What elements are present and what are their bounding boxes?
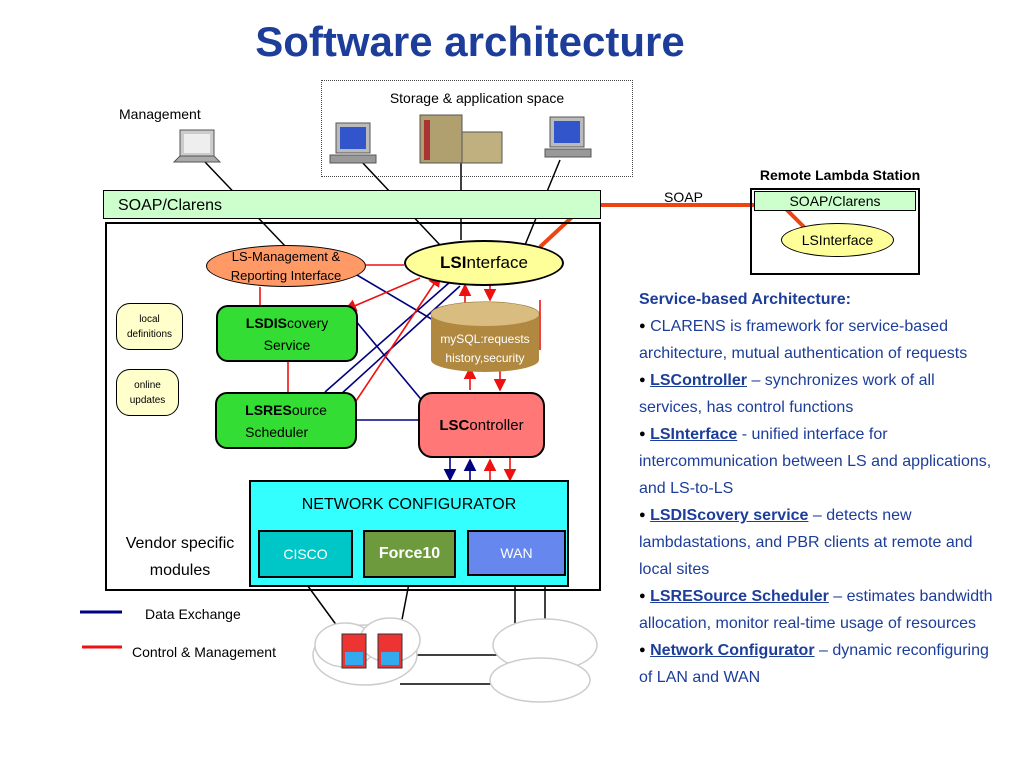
local-definitions-node: local definitions [116, 303, 183, 350]
lsi-rest: nterface [466, 253, 528, 272]
cloud-icon-2 [489, 618, 598, 703]
description-item: ● LSInterface - unified interface for in… [639, 426, 992, 497]
soap-clarens-bar: SOAP/Clarens [103, 190, 601, 219]
online-line1: online [134, 379, 161, 391]
page-title: Software architecture [255, 18, 685, 65]
lsi-bold: LSI [440, 253, 467, 272]
computer-icon [329, 122, 377, 164]
database-icon [430, 301, 540, 372]
db-line1: mySQL:requests [440, 332, 530, 346]
online-line2: updates [129, 394, 166, 406]
local-line1: local [139, 313, 160, 325]
legend-data-exchange: Data Exchange [145, 606, 241, 622]
legend-control: Control & Management [132, 644, 276, 660]
network-configurator-title: NETWORK CONFIGURATOR [301, 496, 517, 513]
item1-text: CLARENS is framework for service-based a… [639, 318, 968, 362]
cisco-module: CISCO [258, 530, 353, 578]
online-updates-node: online updates [116, 369, 179, 416]
vendor-line1: Vendor specific [125, 535, 235, 552]
description-item: ● Network Configurator – dynamic reconfi… [639, 642, 989, 686]
main-frame [105, 222, 601, 591]
server-icon [419, 114, 503, 164]
item5-link: LSRESource Scheduler [650, 588, 829, 605]
lsdis-rest: covery [287, 314, 329, 331]
lsdis-bold: LSDIS [245, 314, 287, 331]
db-line2: history,security [445, 351, 525, 365]
remote-soap-clarens: SOAP/Clarens [754, 191, 916, 211]
item4-text: – detects new lambdastations, and PBR cl… [639, 507, 973, 578]
lsmgmt-line2: Reporting Interface [230, 268, 342, 283]
storage-space-frame [321, 80, 633, 177]
item4-link: LSDIScovery service [650, 507, 809, 524]
computer-icon-2 [544, 116, 592, 158]
description-item: ● LSDIScovery service – detects new lamb… [639, 507, 973, 578]
storage-label: Storage & application space [389, 90, 565, 106]
database-label: mySQL:requests history,security [431, 330, 539, 368]
item2-text: – synchronizes work of all services, has… [639, 372, 935, 416]
force10-module: Force10 [363, 530, 456, 578]
item2-link: LSController [650, 372, 747, 389]
soap-link-label: SOAP [664, 189, 703, 205]
lsmgmt-line1: LS-Management & [231, 249, 341, 264]
item6-text: – dynamic reconfiguring of LAN and WAN [639, 642, 989, 686]
description-item: ● CLARENS is framework for service-based… [639, 318, 968, 362]
switch-icon-2 [377, 633, 403, 669]
description-panel: Service-based Architecture: ● CLARENS is… [639, 286, 999, 691]
lscontroller-node: LSController [418, 392, 545, 458]
item3-text: - unified interface for intercommunicati… [639, 426, 992, 497]
description-heading: Service-based Architecture: [639, 291, 851, 308]
vendor-line2: modules [149, 562, 211, 579]
remote-lsinterface: LSInterface [781, 223, 894, 257]
item3-link: LSInterface [650, 426, 738, 443]
soap-clarens-label: SOAP/Clarens [118, 197, 223, 214]
lsc-bold: LSC [439, 416, 470, 434]
soap-link-line [538, 203, 807, 249]
lsinterface-node: LSInterface [404, 240, 564, 286]
management-label: Management [119, 106, 201, 122]
vendor-modules-label: Vendor specific modules [110, 530, 250, 584]
description-item: ● LSController – synchronizes work of al… [639, 372, 935, 416]
description-item: ● LSRESource Scheduler – estimates bandw… [639, 588, 993, 632]
item5-text: – estimates bandwidth allocation, monito… [639, 588, 993, 632]
switch-icon [341, 633, 367, 669]
lsc-rest: ontroller [469, 416, 524, 434]
laptop-icon [172, 129, 222, 163]
remote-station-box [750, 188, 920, 275]
lsres-rest: ource [291, 401, 327, 418]
lsdis-line2: Service [263, 336, 311, 353]
lsres-bold: LSRES [245, 401, 292, 418]
lsres-line2: Scheduler [245, 423, 309, 440]
wan-module: WAN [467, 530, 566, 576]
ls-management-node: LS-Management & Reporting Interface [206, 245, 366, 287]
control-lines [259, 264, 541, 482]
remote-station-title: Remote Lambda Station [759, 167, 921, 183]
item6-link: Network Configurator [650, 642, 815, 659]
local-line2: definitions [126, 328, 173, 340]
